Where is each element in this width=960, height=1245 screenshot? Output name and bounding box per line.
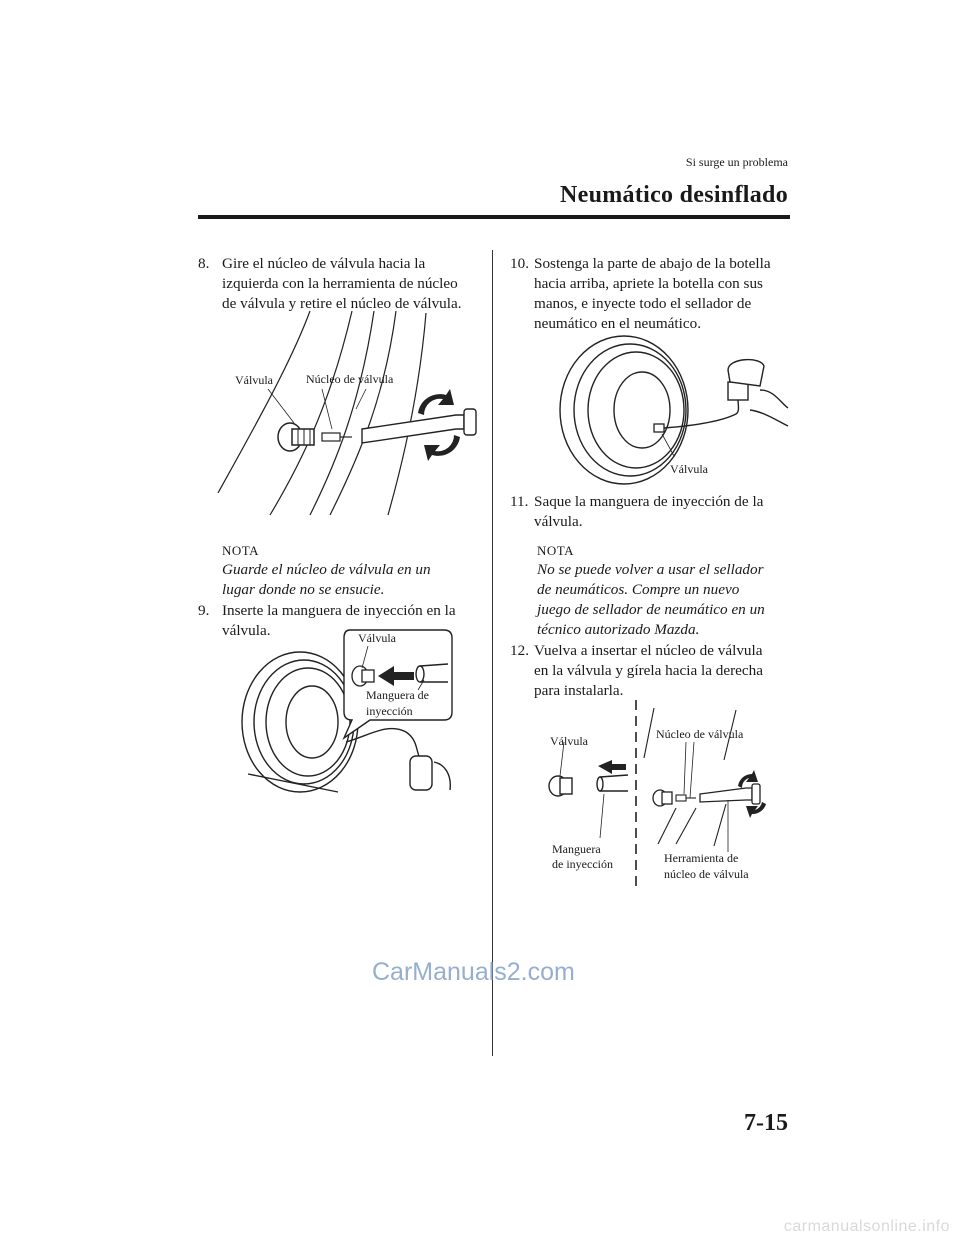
note-line: juego de sellador de neumático en un [537, 601, 765, 618]
label-valve-core-tool: núcleo de válvula [664, 867, 749, 881]
valve-stem-icon [351, 665, 375, 687]
label-valve: Válvula [358, 631, 397, 645]
label-valve-core: Núcleo de válvula [656, 727, 744, 741]
step-10: 10. Sostenga la parte de abajo de la bot… [510, 254, 800, 336]
label-injection-hose: inyección [366, 704, 413, 718]
step-11: 11. Saque la manguera de inyección de la… [510, 492, 800, 534]
hose-end-icon [415, 663, 449, 683]
valve-stem-icon [653, 423, 665, 433]
hose-end-icon [596, 774, 629, 792]
step-8: 8. Gire el núcleo de válvula hacia la iz… [198, 254, 488, 316]
rotate-arrow-icon [738, 770, 766, 818]
valve-stem-icon [548, 775, 573, 797]
valve-core-icon [321, 432, 352, 442]
arrow-icon [378, 666, 414, 686]
note-body: No se puede volver a usar el sellador de… [537, 560, 807, 640]
callout-bubble [342, 629, 453, 740]
step-text-line: izquierda con la herramienta de núcleo [222, 275, 458, 292]
header-rule [198, 215, 790, 219]
valve-core-tool-icon [361, 408, 477, 444]
label-injection-hose: de inyección [552, 857, 613, 871]
valve-stem-icon [277, 422, 315, 452]
valve-stem-icon [652, 789, 673, 807]
step-text-line: Gire el núcleo de válvula hacia la [222, 255, 426, 272]
figure-hose-insertion: Válvula Manguera de inyección [241, 629, 453, 793]
step-text-line: de válvula y retire el núcleo de válvula… [222, 295, 462, 312]
arrow-icon [598, 760, 626, 774]
figure-inject-sealant: Válvula [559, 335, 789, 485]
page-title: Neumático desinflado [560, 182, 788, 208]
label-valve: Válvula [235, 373, 274, 387]
step-text-line: en la válvula y gírela hacia la derecha [534, 662, 763, 679]
column-divider [492, 250, 493, 1056]
hose-and-bottle-icon [345, 727, 451, 791]
sealant-bottle-icon [727, 359, 789, 427]
note-body: Guarde el núcleo de válvula en un lugar … [222, 560, 490, 600]
note-line: técnico autorizado Mazda. [537, 621, 700, 638]
step-text-line: Inserte la manguera de inyección en la [222, 602, 456, 619]
label-valve-core-tool: Herramienta de [664, 851, 738, 865]
tire-arc-lines [643, 707, 737, 847]
section-label: Si surge un problema [685, 155, 788, 169]
watermark: CarManuals2.com [372, 958, 575, 986]
tire-icon [559, 335, 689, 485]
label-valve: Válvula [550, 734, 589, 748]
step-number: 11. [510, 493, 529, 510]
valve-core-icon [675, 794, 696, 802]
injection-hose-icon [663, 399, 740, 429]
tire-icon [241, 651, 359, 793]
rotate-arrow-icon [418, 389, 460, 461]
note-line: de neumáticos. Compre un nuevo [537, 581, 740, 598]
label-valve: Válvula [670, 462, 709, 476]
step-text-line: Vuelva a insertar el núcleo de válvula [534, 642, 763, 659]
step-text-line: para instalarla. [534, 682, 624, 699]
step-number: 8. [198, 255, 210, 272]
note-line: lugar donde no se ensucie. [222, 581, 385, 598]
note-line: Guarde el núcleo de válvula en un [222, 561, 431, 578]
step-12: 12. Vuelva a insertar el núcleo de válvu… [510, 641, 800, 703]
step-text-line: hacia arriba, apriete la botella con sus [534, 275, 763, 292]
tire-arc-lines [217, 310, 427, 516]
step-text-line: Sostenga la parte de abajo de la botella [534, 255, 771, 272]
figure-valve-core-install: Válvula Núcleo de válvula Manguera de in… [548, 700, 766, 890]
note-line: No se puede volver a usar el sellador [537, 561, 764, 578]
step-text-line: Saque la manguera de inyección de la [534, 493, 764, 510]
step-number: 10. [510, 255, 529, 272]
step-text-line: válvula. [222, 622, 271, 639]
step-text-line: neumático en el neumático. [534, 315, 701, 332]
figure-valve-core-removal: Válvula Núcleo de válvula [217, 310, 477, 516]
site-watermark: carmanualsonline.info [783, 1218, 950, 1235]
step-text-line: válvula. [534, 513, 583, 530]
label-valve-core: Núcleo de válvula [306, 372, 394, 386]
page-number: 7-15 [744, 1110, 788, 1136]
step-text-line: manos, e inyecte todo el sellador de [534, 295, 752, 312]
label-injection-hose: Manguera [552, 842, 601, 856]
step-number: 12. [510, 642, 529, 659]
note-heading: NOTA [537, 543, 575, 558]
label-injection-hose: Manguera de [366, 688, 429, 702]
step-number: 9. [198, 602, 210, 619]
valve-core-tool-icon [699, 783, 761, 805]
step-9: 9. Inserte la manguera de inyección en l… [198, 601, 488, 643]
note-heading: NOTA [222, 543, 260, 558]
